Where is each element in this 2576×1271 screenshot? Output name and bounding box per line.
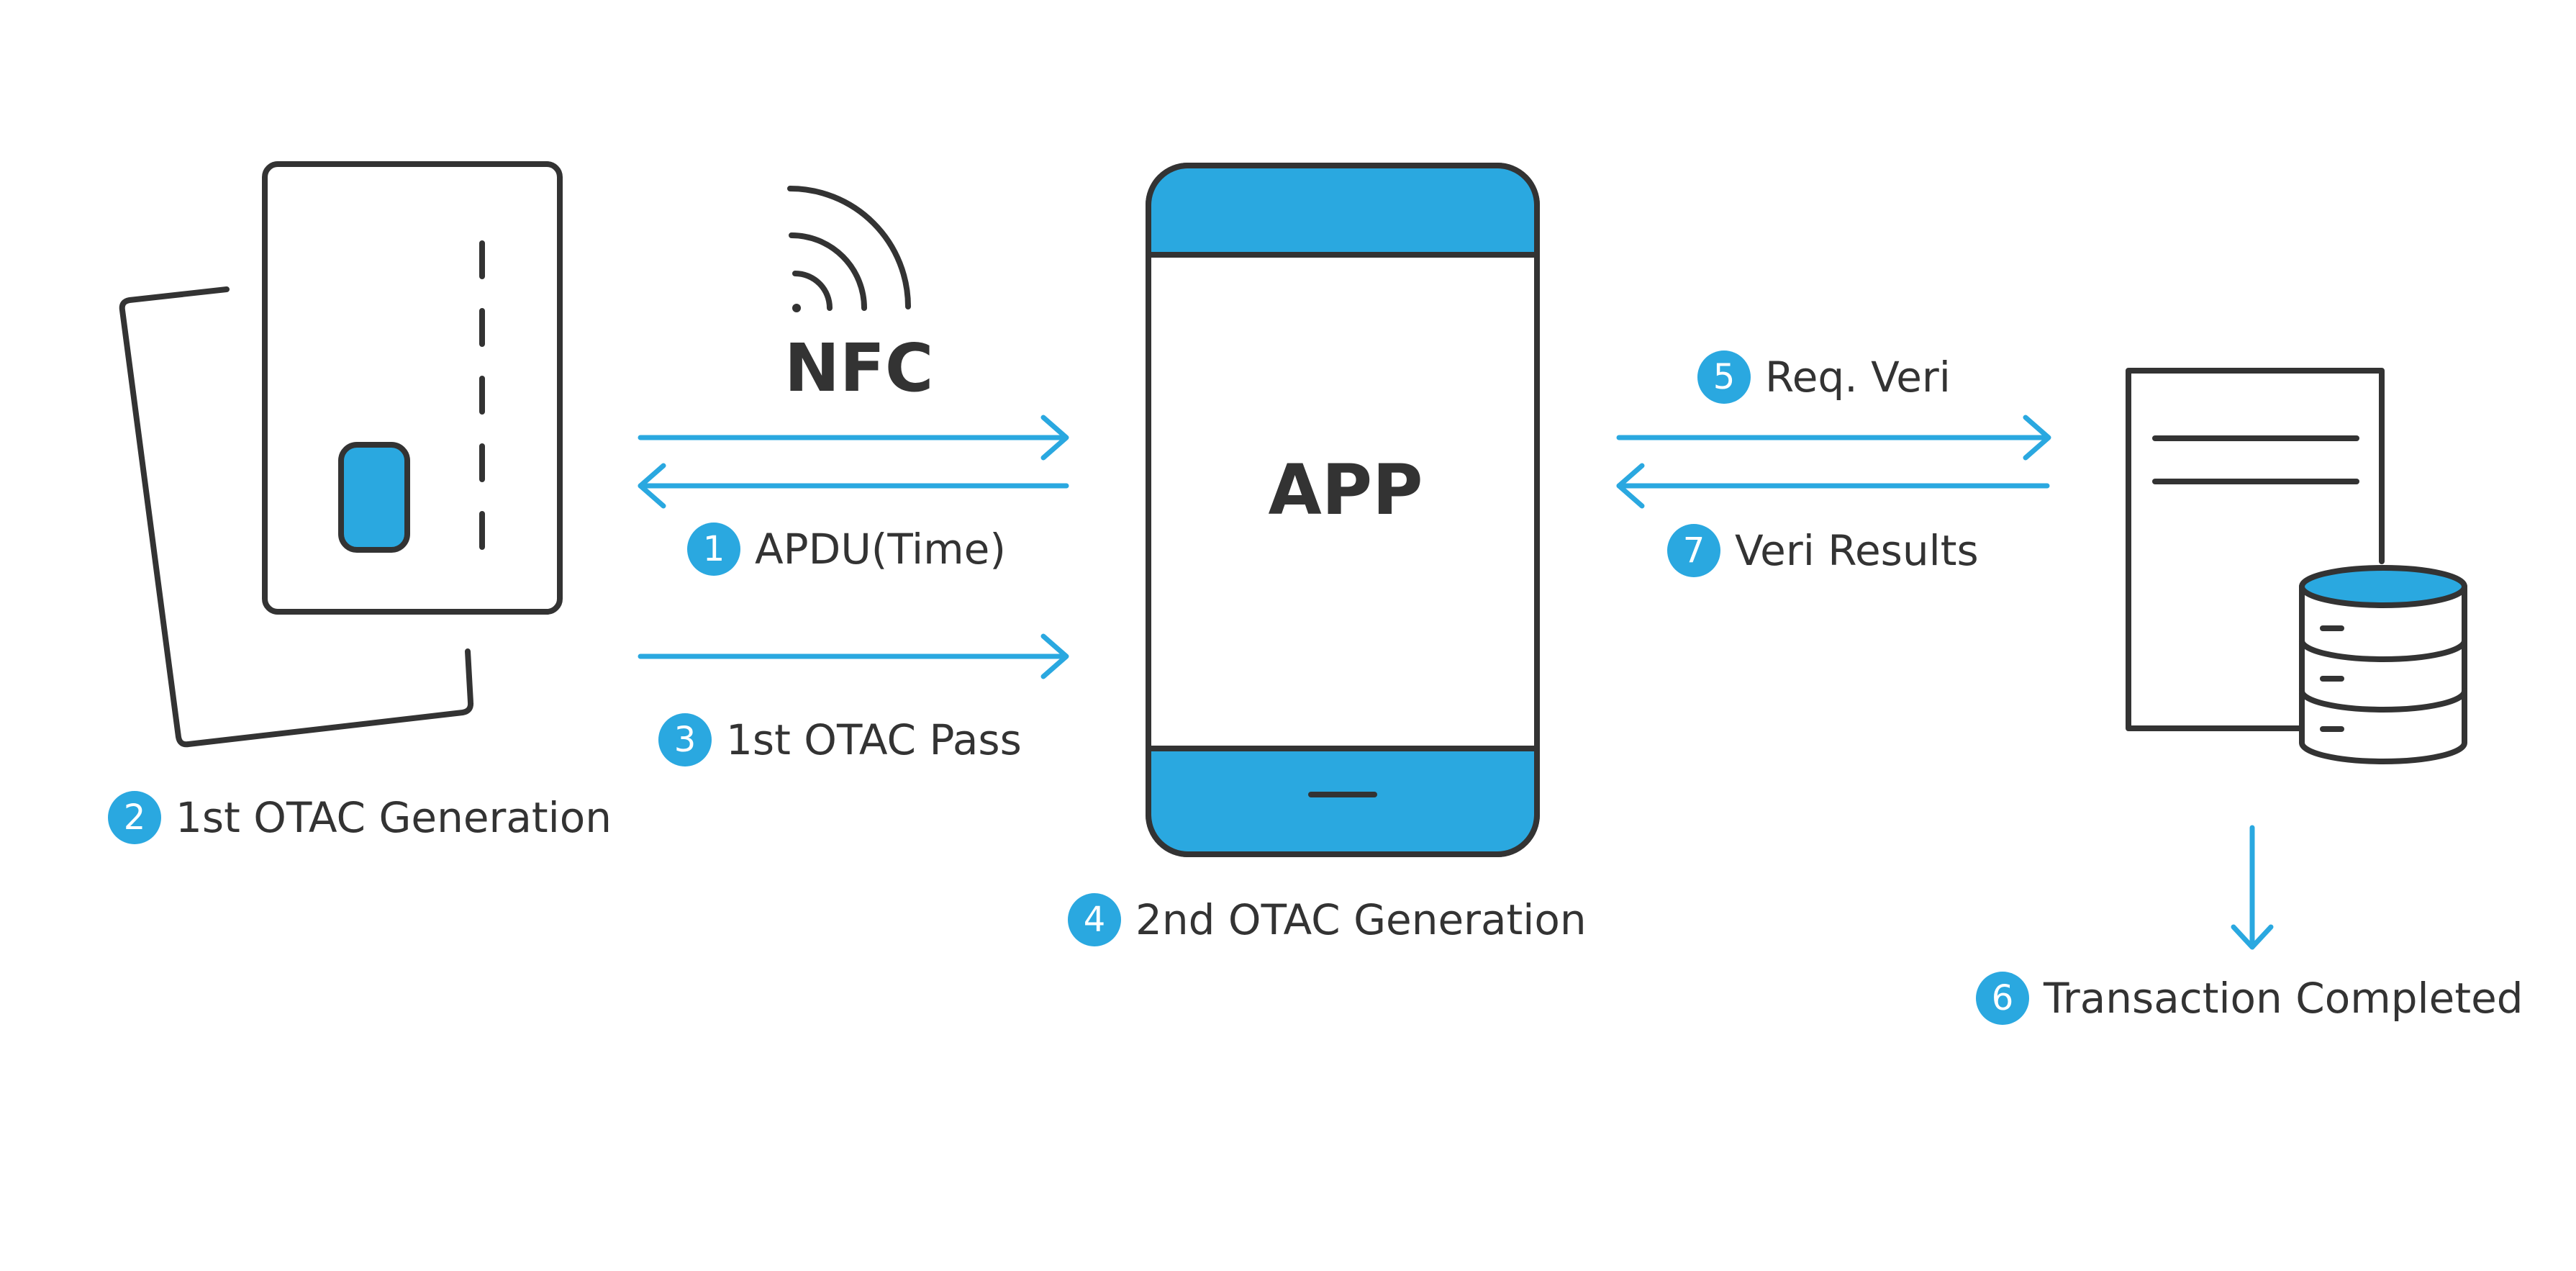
arrow-to-phone (1616, 463, 2050, 509)
nfc-label: NFC (784, 330, 934, 407)
step-text: 2nd OTAC Generation (1135, 895, 1587, 944)
step-number-badge: 5 (1697, 350, 1751, 404)
phone-bottom-bar (1151, 748, 1534, 851)
step-text: Req. Veri (1765, 353, 1951, 402)
arrow-to-server (1616, 415, 2051, 461)
step-number-badge: 4 (1068, 893, 1121, 946)
front-card (262, 161, 563, 615)
arrow-to-phone-bottom (638, 633, 1069, 679)
step-number-badge: 7 (1667, 524, 1720, 577)
nfc-icon (787, 186, 911, 312)
step-1-label: 1 APDU(Time) (687, 523, 1006, 576)
step-2-label: 2 1st OTAC Generation (108, 791, 612, 844)
card-chip (338, 442, 410, 553)
step-6-label: 6 Transaction Completed (1976, 972, 2523, 1025)
card-icon (119, 161, 563, 748)
back-card (119, 286, 474, 748)
arrows-phone-server (1616, 415, 2051, 509)
step-text: 1st OTAC Pass (726, 715, 1022, 764)
step-7-label: 7 Veri Results (1667, 524, 1979, 577)
step-text: APDU(Time) (755, 525, 1006, 574)
app-label: APP (1268, 450, 1423, 530)
step-number-badge: 1 (687, 523, 740, 576)
arrow-to-phone-top (638, 415, 1069, 461)
step-4-label: 4 2nd OTAC Generation (1068, 893, 1587, 946)
smartphone-icon (1146, 163, 1540, 857)
step-number-badge: 6 (1976, 972, 2029, 1025)
step-5-label: 5 Req. Veri (1697, 350, 1951, 404)
step-text: Veri Results (1735, 526, 1979, 575)
step-text: 1st OTAC Generation (176, 793, 612, 842)
step-number-badge: 3 (658, 713, 712, 766)
step-text: Transaction Completed (2044, 974, 2523, 1023)
database-icon (2299, 565, 2467, 764)
arrows-card-phone (638, 415, 1069, 679)
phone-top-bar (1151, 168, 1534, 255)
arrow-to-card (638, 463, 1069, 509)
step-number-badge: 2 (108, 791, 161, 844)
document-icon (2126, 368, 2385, 731)
step-3-label: 3 1st OTAC Pass (658, 713, 1022, 766)
arrow-down-complete (2231, 825, 2274, 950)
